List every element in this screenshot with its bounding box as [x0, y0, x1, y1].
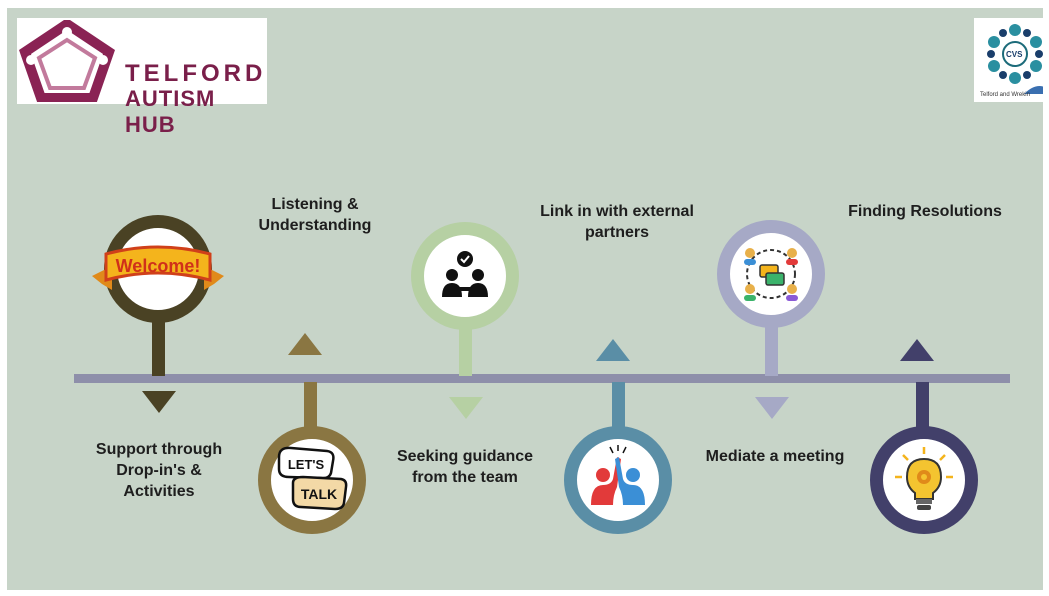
cvs-snowflake-icon — [987, 24, 1043, 94]
lets-text: LET'S — [288, 457, 325, 472]
step-6-stem — [916, 382, 929, 430]
step-6-label: Finding Resolutions — [848, 203, 1002, 220]
step-4-circle — [564, 426, 672, 534]
infographic-slide: TELFORD AUTISM HUB CVS Telford and Wreki… — [7, 8, 1043, 590]
step-1-stem — [152, 322, 165, 376]
cvs-logo: CVS Telford and Wrekin — [974, 18, 1043, 102]
step-1-circle: Welcome! — [92, 215, 224, 323]
step-5-circle — [717, 220, 825, 328]
step-4-arrow — [596, 339, 630, 361]
telford-autism-hub-logo: TELFORD AUTISM HUB — [17, 18, 267, 137]
step-3-circle — [411, 222, 519, 330]
talk-text: TALK — [301, 486, 337, 502]
logo-line-1: TELFORD — [125, 60, 267, 87]
high-five-icon — [591, 445, 645, 505]
cvs-small-text: Telford and Wrekin — [980, 92, 1030, 98]
step-3-arrow — [449, 397, 483, 419]
step-3-label: Seeking guidance from the team — [396, 448, 534, 486]
step-5-label: Mediate a meeting — [705, 448, 845, 465]
timeline-bar — [74, 374, 1010, 383]
step-6-arrow — [900, 339, 934, 361]
step-5-arrow — [755, 397, 789, 419]
group-chat-icon — [744, 248, 798, 301]
step-3-stem — [459, 329, 472, 376]
step-2-label: Listening & Understanding — [258, 196, 372, 234]
welcome-text: Welcome! — [116, 256, 201, 276]
welcome-banner-icon: Welcome! — [92, 245, 224, 290]
step-1-label: Support through Drop-in's & Activities — [95, 441, 223, 500]
step-2-stem — [304, 382, 317, 430]
step-6-circle — [870, 426, 978, 534]
team-meeting-icon — [442, 251, 488, 297]
puzzle-pentagon-icon — [19, 20, 115, 102]
logo-line-2: AUTISM HUB — [125, 86, 216, 137]
step-1-arrow — [142, 391, 176, 413]
step-2-circle: LET'S TALK — [258, 426, 366, 534]
step-4-label: Link in with external partners — [540, 203, 694, 241]
step-4-stem — [612, 382, 625, 430]
step-5-stem — [765, 327, 778, 376]
step-2-arrow — [288, 333, 322, 355]
lets-talk-icon: LET'S TALK — [277, 446, 348, 511]
lightbulb-icon — [895, 447, 953, 510]
cvs-badge-text: CVS — [1006, 50, 1023, 59]
